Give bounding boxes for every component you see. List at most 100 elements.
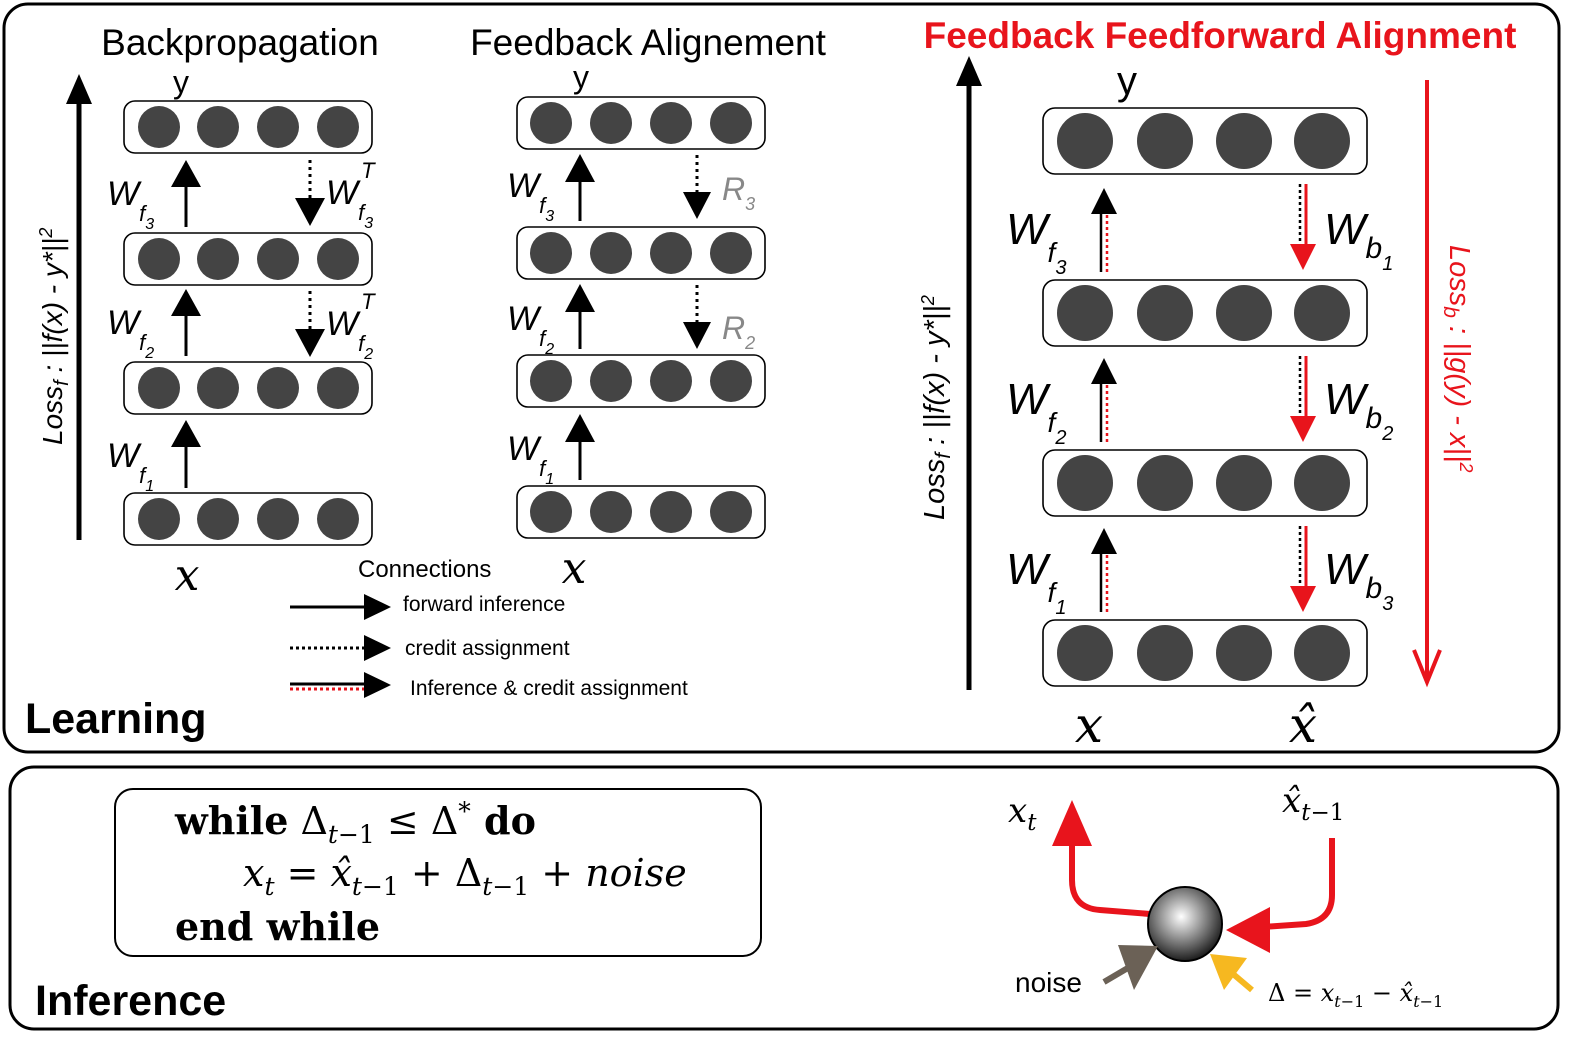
fa-input-label: x [562, 543, 587, 594]
ffa-weight-b3: Wb3 [1324, 545, 1393, 615]
neuron [197, 106, 239, 148]
ffa-layer-3 [1042, 279, 1368, 347]
input-curve [1261, 838, 1335, 930]
neuron-sphere [1147, 886, 1223, 962]
inference-label: Inference [35, 977, 226, 1025]
backprop-weight-f3: Wf3 [107, 175, 154, 233]
ffa-output-label: y [1117, 59, 1137, 103]
ffa-forward-arrow-2 [1091, 358, 1117, 442]
neuron-input-label: x̂t−1 [1282, 781, 1344, 826]
neuron [710, 232, 752, 274]
ffa-weight-f3: Wf3 [1006, 205, 1066, 279]
ffa-layer-2 [1042, 449, 1368, 517]
ffa-loss-b-label: Lossb : ||g(y) - x||2 [1439, 245, 1476, 473]
fa-layer-3 [516, 226, 766, 280]
fa-forward-arrow-2 [565, 284, 595, 349]
inference-neuron-diagram: xt x̂t−1 noise Δ = xt−1 − x̂t−1 [1008, 781, 1443, 1011]
fa-layer-1 [516, 485, 766, 539]
algorithm-line-1: while Δt−1 ≤ Δ* do [174, 797, 536, 849]
neuron [1294, 285, 1350, 341]
neuron [257, 498, 299, 540]
neuron [1216, 285, 1272, 341]
delta-arrow [1210, 954, 1254, 993]
neuron [257, 367, 299, 409]
neuron [650, 491, 692, 533]
fa-layer-2 [516, 354, 766, 408]
neuron [138, 106, 180, 148]
neuron [1057, 113, 1113, 169]
learning-label: Learning [25, 695, 207, 743]
legend-item-credit: credit assignment [405, 637, 570, 660]
legend-credit-swatch [290, 635, 391, 661]
neuron [197, 498, 239, 540]
backprop-layer-2 [123, 361, 373, 415]
fa-forward-arrow-3 [565, 154, 595, 221]
connections-legend: Connections forward inference credit ass… [290, 556, 688, 700]
neuron [257, 238, 299, 280]
fa-output-label: y [573, 59, 589, 95]
fa-weight-f1: Wf1 [507, 430, 554, 488]
backprop-weight-f2: Wf2 [107, 304, 154, 362]
backprop-input-label: x [175, 550, 200, 601]
backprop-layer-1 [123, 492, 373, 546]
neuron [650, 360, 692, 402]
fa-title: Feedback Alignement [470, 22, 827, 63]
backprop-weight-f3-transpose: Wf3T [326, 158, 376, 232]
output-arrowhead [1052, 800, 1092, 846]
neuron [530, 102, 572, 144]
neuron [1294, 625, 1350, 681]
fa-feedback-r2: R2 [722, 310, 755, 353]
fa-credit-arrow-3 [683, 155, 711, 219]
backprop-forward-arrow-2 [171, 289, 201, 356]
neuron [1294, 113, 1350, 169]
neuron [317, 238, 359, 280]
backprop-weight-f1: Wf1 [107, 437, 154, 495]
neuron [317, 367, 359, 409]
ffa-backward-arrow-1 [1290, 184, 1316, 270]
neuron [530, 360, 572, 402]
learning-panel [2, 2, 1561, 754]
noise-arrow [1102, 945, 1158, 990]
neuron [1294, 455, 1350, 511]
backprop-layer-4 [123, 100, 373, 154]
fa-feedback-r3: R3 [722, 171, 755, 214]
neuron [590, 360, 632, 402]
ffa-reconstruction-label: x̂ [1289, 696, 1317, 754]
neuron [590, 232, 632, 274]
ffa-loss-f-label: Lossf : ||f(x) - y*||2 [918, 295, 955, 520]
backprop-forward-arrow-3 [171, 160, 201, 227]
algorithm-line-2: xt = x̂t−1 + Δt−1 + noise [243, 851, 687, 901]
output-curve [1069, 840, 1151, 917]
neuron [197, 367, 239, 409]
neuron [1137, 285, 1193, 341]
neuron [1216, 113, 1272, 169]
ffa-title: Feedback Feedforward Alignment [924, 15, 1517, 56]
ffa-layer-1 [1042, 619, 1368, 687]
backprop-output-label: y [173, 64, 189, 100]
legend-item-forward: forward inference [403, 593, 565, 616]
neuron [257, 106, 299, 148]
legend-item-combined: Inference & credit assignment [410, 677, 688, 700]
neuron [530, 232, 572, 274]
backprop-title: Backpropagation [101, 22, 379, 63]
ffa-layer-4 [1042, 107, 1368, 175]
neuron [710, 491, 752, 533]
neuron-output-label: xt [1008, 791, 1037, 836]
ffa-loss-b-arrow [1412, 80, 1442, 688]
ffa-weight-b1: Wb1 [1324, 205, 1393, 275]
neuron [530, 491, 572, 533]
neuron-noise-label: noise [1015, 967, 1082, 998]
fa-network: y x [507, 59, 766, 594]
fa-weight-f3: Wf3 [507, 167, 554, 225]
neuron [1137, 625, 1193, 681]
neuron [590, 491, 632, 533]
ffa-backward-arrow-2 [1290, 356, 1316, 442]
input-arrowhead [1226, 907, 1270, 953]
legend-forward-swatch [290, 594, 391, 620]
legend-title: Connections [358, 556, 491, 583]
ffa-forward-arrow-1 [1091, 528, 1117, 612]
fa-forward-arrow-1 [565, 414, 595, 480]
ffa-input-label: x [1075, 696, 1103, 754]
ffa-weight-b2: Wb2 [1324, 375, 1393, 445]
